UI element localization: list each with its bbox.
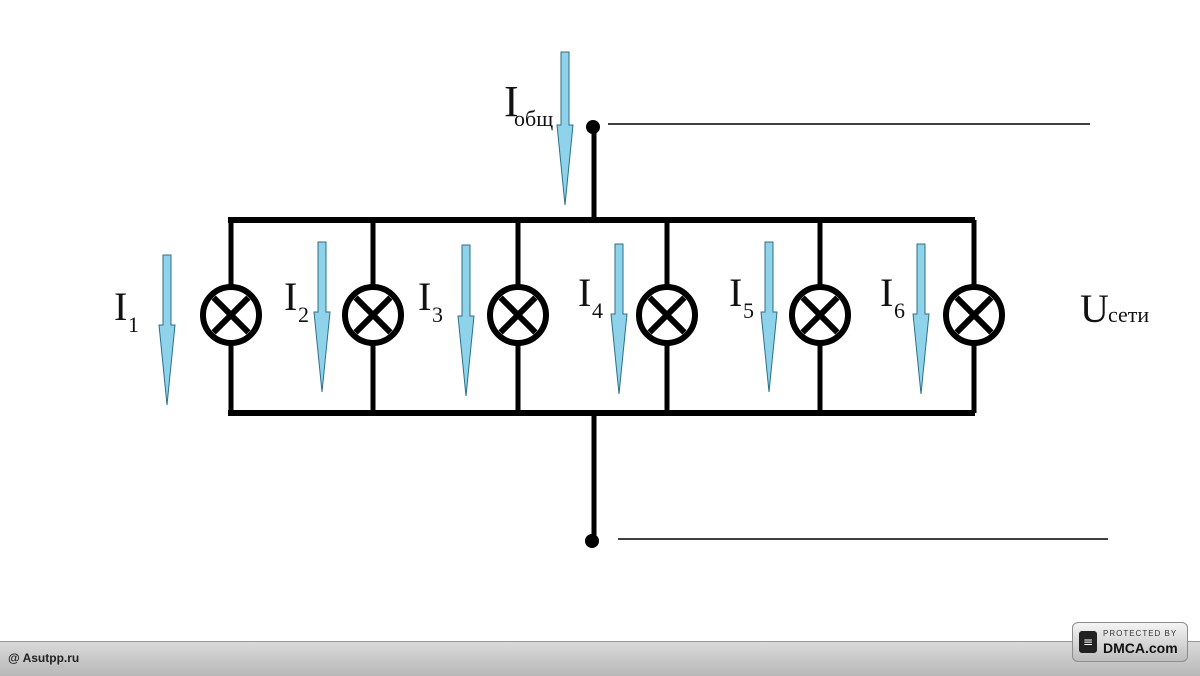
dmca-badge[interactable]: ≡ PROTECTED BY DMCA.com [1072, 622, 1188, 662]
svg-text:3: 3 [432, 302, 443, 327]
svg-text:1: 1 [128, 312, 139, 337]
dmca-badge-line1: PROTECTED BY [1103, 629, 1178, 638]
current-arrow-4 [610, 243, 628, 395]
terminal-top [586, 120, 600, 134]
svg-text:I: I [114, 284, 127, 329]
lock-icon: ≡ [1079, 631, 1097, 653]
svg-text:I: I [418, 274, 431, 319]
total-current-arrow [556, 51, 574, 206]
svg-text:I: I [880, 270, 893, 315]
dmca-badge-line2: DMCA.com [1103, 640, 1178, 656]
svg-text:I: I [284, 274, 297, 319]
svg-text:U: U [1080, 286, 1109, 331]
lamp-6 [943, 284, 1005, 346]
svg-text:сети: сети [1108, 302, 1149, 327]
svg-text:I: I [504, 77, 519, 126]
svg-text:2: 2 [298, 302, 309, 327]
terminal-bottom [585, 534, 599, 548]
svg-text:4: 4 [592, 298, 603, 323]
site-credit[interactable]: @ Asutpp.ru [8, 651, 80, 665]
svg-text:6: 6 [894, 298, 905, 323]
svg-text:общ: общ [514, 106, 553, 131]
current-arrow-3 [457, 244, 475, 397]
lamp-1 [200, 284, 262, 346]
lamp-2 [342, 284, 404, 346]
footer-bar: @ Asutpp.ru [0, 641, 1200, 676]
svg-text:I: I [578, 270, 591, 315]
lamp-5 [789, 284, 851, 346]
svg-text:I: I [729, 270, 742, 315]
current-arrow-5 [760, 241, 778, 393]
current-arrow-6 [912, 243, 930, 395]
lamp-4 [636, 284, 698, 346]
lamp-3 [487, 284, 549, 346]
current-arrow-2 [313, 241, 331, 393]
current-arrow-1 [158, 254, 176, 406]
svg-text:5: 5 [743, 298, 754, 323]
